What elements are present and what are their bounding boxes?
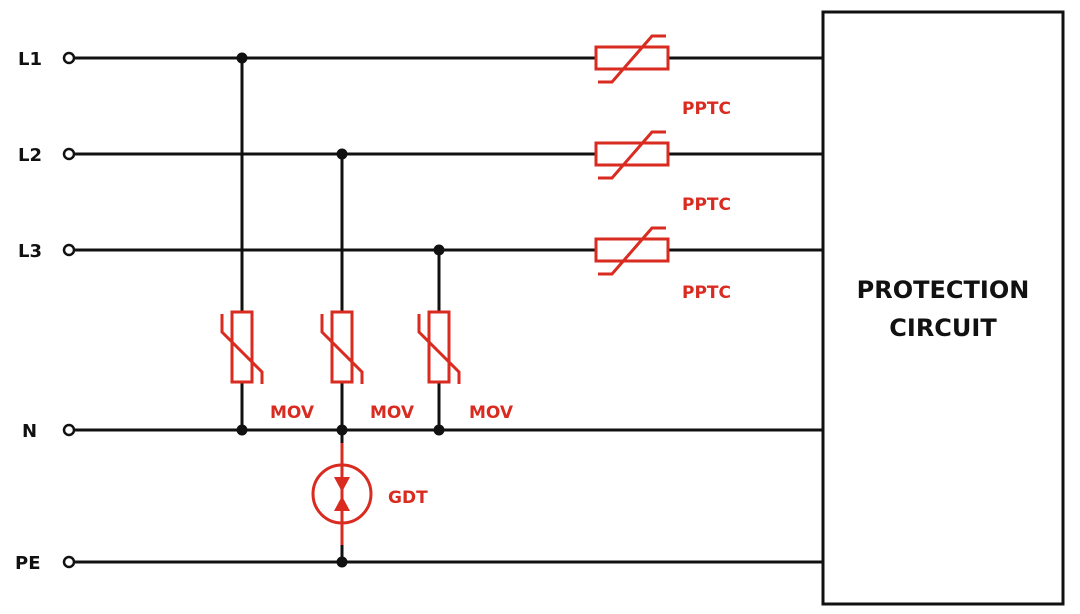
junction-n-mov3: [433, 424, 445, 436]
protection-circuit-label-line1: PROTECTION: [857, 276, 1030, 304]
label-n: N: [22, 421, 37, 442]
mov-1-label: MOV: [270, 403, 315, 423]
junction-n-mov2: [336, 424, 348, 436]
junction-pe-gdt: [336, 556, 348, 568]
mov-2-label: MOV: [370, 403, 415, 423]
label-pe: PE: [15, 553, 41, 574]
terminal-l2: [62, 147, 76, 161]
mov-3-label: MOV: [469, 403, 514, 423]
protection-circuit-label-line2: CIRCUIT: [889, 314, 997, 342]
terminal-n: [62, 423, 76, 437]
junction-l1-mov1: [236, 52, 248, 64]
terminal-l3: [62, 243, 76, 257]
pptc-3-symbol: [594, 226, 670, 276]
mov-2-symbol: [320, 310, 364, 384]
terminal-l1: [62, 51, 76, 65]
pptc-2-label: PPTC: [682, 195, 731, 215]
label-l3: L3: [18, 241, 42, 262]
label-l1: L1: [18, 49, 42, 70]
mov-1-symbol: [220, 310, 264, 384]
pptc-1-symbol: [594, 34, 670, 84]
gdt-label: GDT: [388, 488, 428, 508]
protection-circuit-box: [821, 10, 1065, 606]
label-l2: L2: [18, 145, 42, 166]
pptc-3-label: PPTC: [682, 283, 731, 303]
gdt-symbol: [311, 443, 373, 545]
pptc-1-label: PPTC: [682, 99, 731, 119]
junction-l3-mov3: [433, 244, 445, 256]
terminal-pe: [62, 555, 76, 569]
junction-n-mov1: [236, 424, 248, 436]
junction-l2-mov2: [336, 148, 348, 160]
mov-3-symbol: [417, 310, 461, 384]
pptc-2-symbol: [594, 130, 670, 180]
